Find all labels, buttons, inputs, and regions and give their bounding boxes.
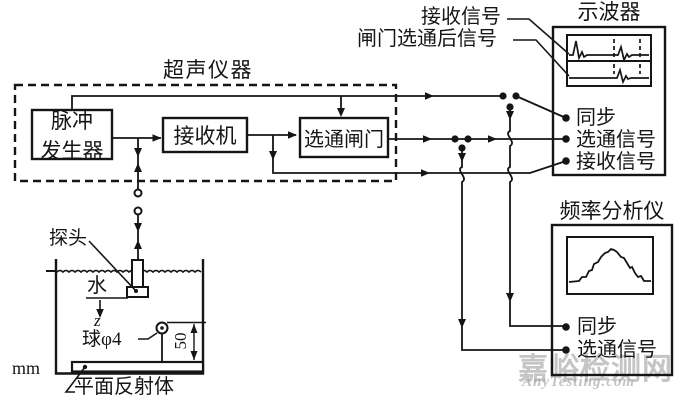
analyzer-gate-port xyxy=(562,346,570,354)
dimension-value-label: 50 xyxy=(170,332,190,350)
sync-line-to-analyzer xyxy=(507,107,566,327)
analyzer-port-gate-label: 选通信号 xyxy=(577,339,657,361)
scope-gate-port xyxy=(562,135,570,143)
frequency-analyzer-title: 频率分析仪 xyxy=(559,199,665,223)
analyzer-sync-port xyxy=(562,323,570,331)
water-tank xyxy=(46,240,206,393)
enclosure-label: 超声仪器 xyxy=(163,58,253,82)
analyzer-port-sync-label: 同步 xyxy=(577,316,617,338)
reflector-callout-line xyxy=(64,366,86,393)
probe-callout-line xyxy=(88,240,137,292)
sphere-label: 球φ4 xyxy=(82,329,122,350)
oscilloscope-title: 示波器 xyxy=(577,0,641,24)
water-label: 水 xyxy=(87,275,107,297)
sphere-callout-line xyxy=(138,332,158,340)
callout-line-received xyxy=(507,18,570,55)
water-surface xyxy=(56,269,202,274)
scope-port-received-label: 接收信号 xyxy=(576,151,656,173)
block-boxes xyxy=(30,108,390,161)
signal-lines xyxy=(71,18,570,351)
ultrasonic-instrument-enclosure xyxy=(13,83,398,183)
oscilloscope-body xyxy=(551,25,667,177)
z-axis-label: z xyxy=(94,311,101,330)
watermark-site-url: AnyTesting.com xyxy=(522,374,636,390)
callout-received-signal: 接收信号 xyxy=(421,6,501,28)
frequency-analyzer-body xyxy=(550,223,674,377)
plane-reflector-plate xyxy=(70,360,205,373)
arrowheads xyxy=(96,92,514,360)
junction-dots xyxy=(451,92,520,152)
scope-gate-markers xyxy=(613,39,641,74)
callout-line-gated xyxy=(513,39,570,77)
scope-port-gate-label: 选通信号 xyxy=(576,129,656,151)
port-dots xyxy=(562,114,570,354)
gate-line-to-analyzer xyxy=(459,148,566,351)
unit-label: mm xyxy=(12,358,41,378)
reflector-label: 平面反射体 xyxy=(74,376,174,398)
scope-sync-port xyxy=(562,114,570,122)
callout-gated-signal: 闸门选通后信号 xyxy=(357,28,497,50)
probe-rod xyxy=(131,259,144,289)
scope-trace-gated xyxy=(569,67,649,85)
cable-connector-rings xyxy=(133,188,143,216)
probe-label: 探头 xyxy=(49,228,88,249)
tank-walls xyxy=(54,259,205,375)
scope-received-port xyxy=(562,157,570,165)
scope-trace-received xyxy=(569,40,649,63)
spectrum-curve xyxy=(568,247,651,283)
scope-port-sync-label: 同步 xyxy=(576,107,616,129)
watermark-site-name: 嘉峪检测网 xyxy=(518,353,673,386)
